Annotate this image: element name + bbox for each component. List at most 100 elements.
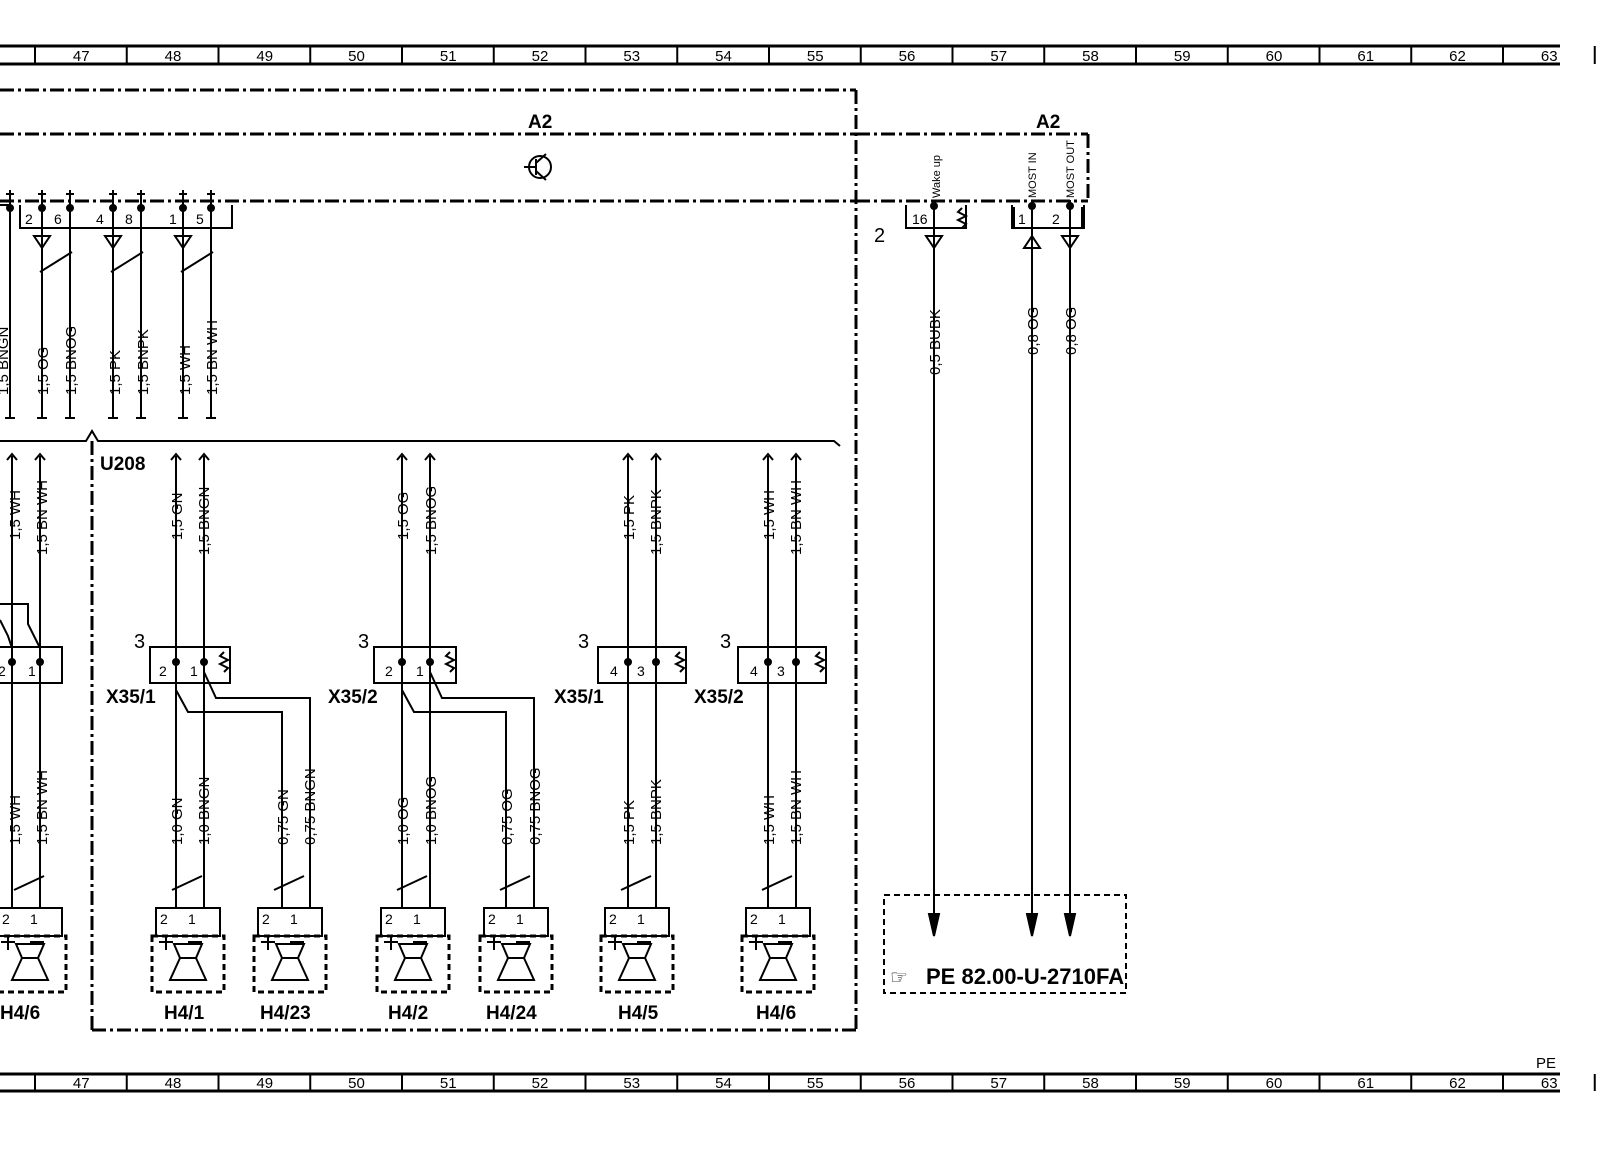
wire-label: 1,5 WH bbox=[761, 795, 778, 845]
column-number: 58 bbox=[1082, 48, 1099, 65]
signal-wake-up: Wake up bbox=[931, 155, 943, 198]
column-number: 62 bbox=[1449, 1075, 1466, 1092]
wire-label: 1,5 BN WH bbox=[788, 480, 805, 555]
wire-end bbox=[650, 452, 662, 461]
column-number: 50 bbox=[348, 48, 365, 65]
right-wires bbox=[924, 200, 1080, 937]
signal-most-in: MOST IN bbox=[1027, 152, 1039, 198]
wire-label: 0,5 BUBK bbox=[927, 309, 944, 375]
pin-label: 5 bbox=[196, 211, 204, 227]
terminal-dot bbox=[207, 204, 215, 212]
wire-end bbox=[622, 452, 634, 461]
pin-label: 3 bbox=[637, 663, 645, 679]
module-a2-right-boundary bbox=[856, 132, 1090, 203]
signal-most-out: MOST OUT bbox=[1065, 140, 1077, 198]
spring bbox=[673, 651, 687, 673]
u208-label: U208 bbox=[100, 454, 145, 475]
column-number: 52 bbox=[532, 48, 549, 65]
column-number: 59 bbox=[1174, 48, 1191, 65]
transistor-icon bbox=[524, 153, 552, 181]
twist-mark bbox=[396, 875, 428, 891]
speaker-label: H4/1 bbox=[164, 1003, 205, 1024]
cross-wire bbox=[0, 619, 13, 649]
wire-label: 0,8 OG bbox=[1025, 307, 1042, 355]
pin-label: 2 bbox=[750, 911, 758, 927]
terminal-dot bbox=[6, 204, 14, 212]
column-number: 59 bbox=[1174, 1075, 1191, 1092]
speaker-label: H4/6 bbox=[0, 1003, 40, 1024]
wire-label: 1,5 BNGN bbox=[0, 327, 12, 395]
connector-x35-2: X35/2 bbox=[694, 687, 744, 708]
pin-label: 1 bbox=[28, 663, 36, 679]
connector-number: 3 bbox=[578, 631, 589, 653]
cross-wire bbox=[0, 603, 41, 649]
module-a2-left-boundary bbox=[0, 88, 858, 1032]
terminal-dot bbox=[200, 658, 208, 666]
speaker-body bbox=[617, 957, 657, 981]
connector-boxes bbox=[0, 646, 827, 684]
terminal-dot bbox=[652, 658, 660, 666]
column-number: 58 bbox=[1082, 1075, 1099, 1092]
connector-number: 3 bbox=[358, 631, 369, 653]
wire-label: 0,75 BNOG bbox=[527, 767, 544, 845]
speaker-cone bbox=[274, 943, 306, 959]
wire-end bbox=[198, 452, 210, 461]
reference-box bbox=[883, 894, 1127, 994]
pin-label: 2 bbox=[385, 663, 393, 679]
column-number: 61 bbox=[1357, 48, 1374, 65]
wire-label: 1,5 WH bbox=[7, 795, 24, 845]
reference-link[interactable]: PE 82.00-U-2710FA bbox=[926, 964, 1124, 989]
column-number: 53 bbox=[623, 48, 640, 65]
terminal-dot bbox=[109, 204, 117, 212]
wire-label: 0,75 OG bbox=[499, 788, 516, 845]
speaker-housing bbox=[375, 934, 451, 994]
pin-label: 1 bbox=[516, 911, 524, 927]
pin-label: 1 bbox=[413, 911, 421, 927]
speaker-label: H4/5 bbox=[618, 1003, 659, 1024]
column-number: 48 bbox=[165, 1075, 182, 1092]
speaker-body bbox=[496, 957, 536, 981]
column-number: 47 bbox=[73, 1075, 90, 1092]
wire-label: 1,0 BNGN bbox=[196, 777, 213, 845]
pin-label: 1 bbox=[290, 911, 298, 927]
module-a2-title: A2 bbox=[528, 112, 552, 133]
wire-end bbox=[424, 452, 436, 461]
speaker-label: H4/24 bbox=[486, 1003, 537, 1024]
terminal-dot bbox=[172, 658, 180, 666]
terminal-dot bbox=[398, 658, 406, 666]
page-code: PE bbox=[1536, 1055, 1556, 1072]
connector-x35-2: X35/2 bbox=[328, 687, 378, 708]
column-number: 63 bbox=[1541, 1075, 1558, 1092]
speaker-housing bbox=[252, 934, 328, 994]
column-number: 52 bbox=[532, 1075, 549, 1092]
column-number: 60 bbox=[1266, 1075, 1283, 1092]
wire-label: 0,75 GN bbox=[275, 789, 292, 845]
wire-end bbox=[762, 452, 774, 461]
wire-label: 1,5 PK bbox=[621, 800, 638, 845]
pin-label: 2 bbox=[159, 663, 167, 679]
terminal-dot bbox=[36, 658, 44, 666]
terminal-dot bbox=[8, 658, 16, 666]
speaker-cone bbox=[500, 943, 532, 959]
column-number: 49 bbox=[256, 48, 273, 65]
pin-label: 1 bbox=[637, 911, 645, 927]
wire-label: 1,5 BN WH bbox=[34, 480, 51, 555]
terminal-dot bbox=[66, 204, 74, 212]
pin-label: 1 bbox=[190, 663, 198, 679]
column-number: 56 bbox=[899, 48, 916, 65]
pin-label: 4 bbox=[610, 663, 618, 679]
twist-mark bbox=[273, 875, 305, 891]
wire-end bbox=[396, 452, 408, 461]
twist-mark bbox=[499, 875, 531, 891]
speaker-housing bbox=[599, 934, 675, 994]
speaker-body bbox=[393, 957, 433, 981]
wire-label: 1,5 BN WH bbox=[34, 770, 51, 845]
speaker-label: H4/2 bbox=[388, 1003, 428, 1024]
wire-label: 1,0 GN bbox=[169, 797, 186, 845]
pin-label: 2 bbox=[1052, 211, 1060, 227]
wire-label: 1,0 BNOG bbox=[423, 776, 440, 845]
